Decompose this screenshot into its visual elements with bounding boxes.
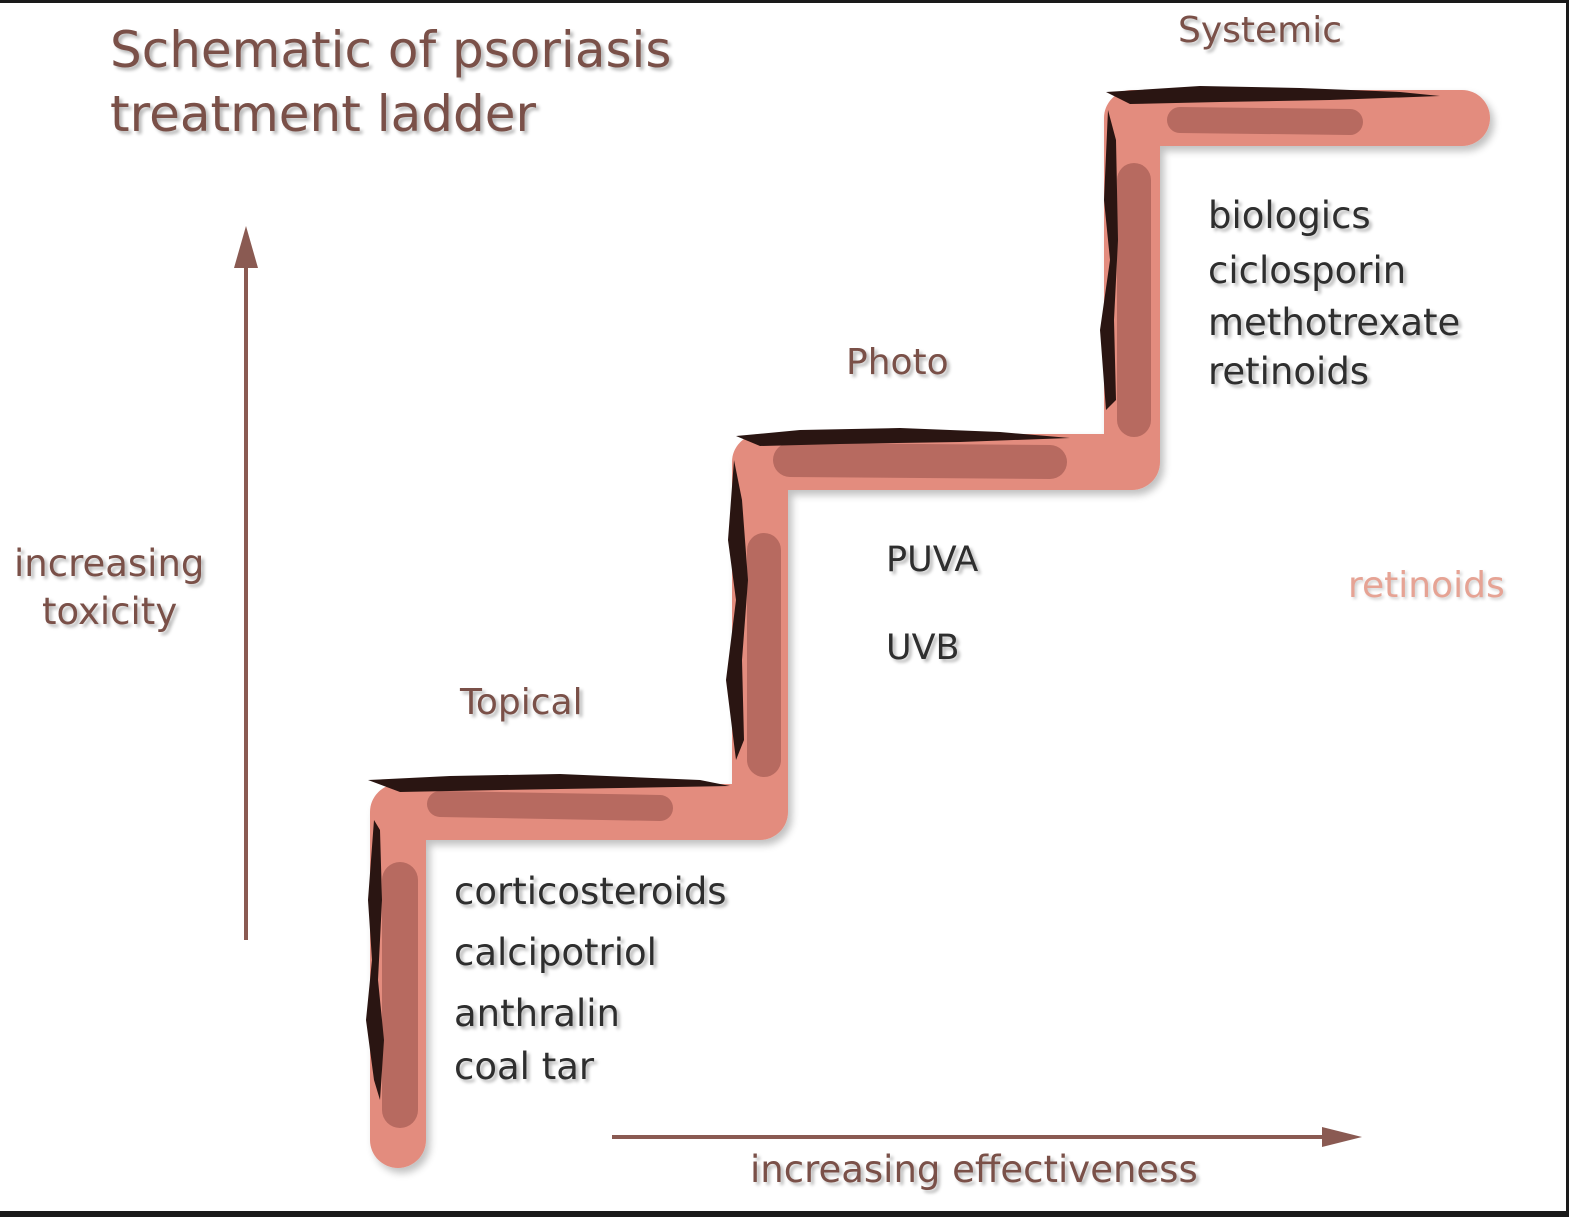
effectiveness-arrowhead bbox=[1322, 1127, 1362, 1147]
systemic-drug-1: biologics bbox=[1208, 190, 1371, 242]
title-line-1: Schematic of psoriasis bbox=[110, 18, 671, 82]
topical-drug-4: coal tar bbox=[454, 1041, 594, 1093]
step-label-topical: Topical bbox=[460, 682, 583, 723]
topical-drug-1: corticosteroids bbox=[454, 866, 727, 918]
staircase-inner-photo-tread bbox=[790, 460, 1050, 462]
ghost-label-retinoids: retinoids bbox=[1348, 565, 1505, 606]
y-axis-label-line-2: toxicity bbox=[42, 590, 177, 633]
step-label-systemic: Systemic bbox=[1178, 10, 1342, 51]
staircase-inner-topical-tread bbox=[440, 804, 660, 808]
title-line-2: treatment ladder bbox=[110, 82, 671, 146]
x-axis-label: increasing effectiveness bbox=[750, 1148, 1198, 1191]
photo-therapy-2: UVB bbox=[886, 622, 960, 674]
staircase-inner-systemic-tread bbox=[1180, 120, 1350, 122]
systemic-drug-2: ciclosporin bbox=[1208, 245, 1406, 297]
page-title: Schematic of psoriasis treatment ladder bbox=[110, 18, 671, 146]
photo-therapy-1: PUVA bbox=[886, 534, 978, 586]
systemic-drug-4: retinoids bbox=[1208, 346, 1369, 398]
topical-drug-2: calcipotriol bbox=[454, 927, 657, 979]
y-axis-label-line-1: increasing bbox=[14, 542, 204, 585]
toxicity-arrowhead bbox=[234, 226, 258, 268]
systemic-drug-3: methotrexate bbox=[1208, 297, 1460, 349]
step-label-photo: Photo bbox=[846, 342, 949, 383]
topical-drug-3: anthralin bbox=[454, 988, 620, 1040]
